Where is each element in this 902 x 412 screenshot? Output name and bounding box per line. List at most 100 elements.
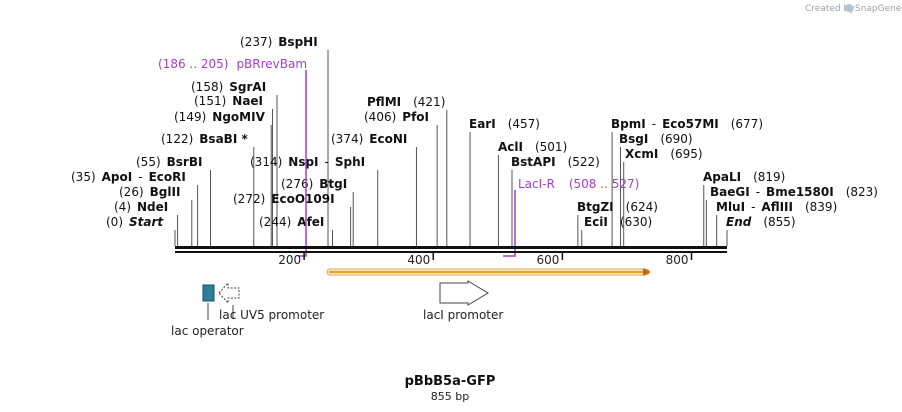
feature-label: lac operator: [171, 324, 244, 338]
enzyme-name: Bme1580I: [766, 185, 834, 199]
backbone-bottom-strand: [175, 251, 727, 253]
site-lines: [174, 50, 728, 246]
restriction-site-label: (244) AfeI: [259, 215, 324, 229]
axis-tick-label: 600: [536, 253, 559, 267]
enzyme-name: XcmI: [625, 147, 658, 161]
enzyme-name: End: [726, 215, 752, 229]
backbone: [175, 246, 727, 253]
restriction-site-label: (4) NdeI: [114, 200, 168, 214]
axis-tick-label: 200: [278, 253, 301, 267]
restriction-site-label: BtgZI(624): [577, 200, 658, 214]
enzyme-name: BglII: [150, 185, 181, 199]
restriction-site-label: (406)PfoI: [364, 110, 429, 124]
site-position: (695): [670, 147, 702, 161]
lac-operator-box: [202, 284, 215, 302]
primer-marker: [298, 70, 307, 257]
enzyme-name: NspI: [288, 155, 318, 169]
site-position: (237): [240, 35, 272, 49]
enzyme-name: AfeI: [297, 215, 324, 229]
enzyme-name: AflIII: [761, 200, 793, 214]
restriction-site-label: EarI (457): [469, 117, 540, 131]
enzyme-name: NaeI: [232, 94, 263, 108]
enzyme-name: EciI: [584, 215, 608, 229]
backbone-top-strand: [175, 246, 727, 249]
site-separator: -: [751, 200, 755, 214]
restriction-site-label: (151) NaeI: [194, 94, 263, 108]
site-position: (35): [71, 170, 96, 184]
restriction-site-label: (374) EcoNI: [331, 132, 407, 146]
enzyme-name: MluI: [716, 200, 745, 214]
enzyme-name: EarI: [469, 117, 496, 131]
site-position: (55): [136, 155, 161, 169]
primer-range: (186 .. 205): [158, 57, 228, 71]
restriction-site-label: (149)NgoMIV: [174, 110, 266, 124]
restriction-site-label: (122)BsaBI *: [161, 132, 248, 146]
site-position: (374): [331, 132, 363, 146]
enzyme-name: EcoO109I: [271, 192, 334, 206]
restriction-site-label: (272) EcoO109I: [233, 192, 335, 206]
enzyme-name: NgoMIV: [212, 110, 265, 124]
primer-label: (186 .. 205) pBRrevBam: [158, 57, 307, 71]
restriction-site-label: (26)BglII: [119, 185, 180, 199]
enzyme-name: BpmI: [611, 117, 646, 131]
laci-promoter-arrow: [439, 280, 489, 306]
site-position: (272): [233, 192, 265, 206]
enzyme-name: Start: [129, 215, 164, 229]
site-position: (690): [660, 132, 692, 146]
site-separator: -: [756, 185, 760, 199]
restriction-site-label: BaeGI-Bme1580I(823): [710, 185, 878, 199]
plasmid-length: 855 bp: [431, 390, 469, 403]
primer-range: (508 .. 527): [569, 177, 639, 191]
site-position: (4): [114, 200, 131, 214]
site-position: (522): [568, 155, 600, 169]
primer-marker: [503, 190, 516, 257]
site-position: (819): [753, 170, 785, 184]
site-position: (624): [626, 200, 658, 214]
enzyme-name: ApoI: [102, 170, 133, 184]
restriction-site-label: MluI-AflIII (839): [716, 200, 837, 214]
enzyme-name: NdeI: [137, 200, 168, 214]
site-position: (151): [194, 94, 226, 108]
site-position: (276): [281, 177, 313, 191]
restriction-site-label: BstAPI (522): [511, 155, 600, 169]
site-position: (855): [763, 215, 795, 229]
site-position: (839): [805, 200, 837, 214]
restriction-site-label: BpmI-Eco57MI(677): [611, 117, 763, 131]
site-position: (457): [508, 117, 540, 131]
enzyme-name: SphI: [335, 155, 365, 169]
enzyme-name: PflMI: [367, 95, 401, 109]
enzyme-name: BtgI: [319, 177, 347, 191]
restriction-site-label: (237) BspHI: [240, 35, 318, 49]
primer-name: pBRrevBam: [236, 57, 307, 71]
enzyme-name: BsrBI: [167, 155, 203, 169]
enzyme-name: ApaLI: [703, 170, 741, 184]
restriction-site-label: XcmI (695): [625, 147, 703, 161]
site-position: (501): [535, 140, 567, 154]
enzyme-name: BstAPI: [511, 155, 556, 169]
primer-name: LacI-R: [518, 177, 555, 191]
snapgene-logo-icon: [845, 4, 853, 12]
axis-tick-label: 400: [407, 253, 430, 267]
restriction-site-label: PflMI(421): [367, 95, 445, 109]
lac-uv5-promoter-arrow: [218, 281, 240, 305]
site-position: (314): [250, 155, 282, 169]
restriction-site-label: EciI(630): [584, 215, 652, 229]
site-position: (823): [846, 185, 878, 199]
site-position: (244): [259, 215, 291, 229]
site-position: (0): [106, 215, 123, 229]
restriction-site-label: (35) ApoI-EcoRI: [71, 170, 186, 184]
enzyme-name: BspHI: [278, 35, 317, 49]
restriction-site-label: End (855): [726, 215, 796, 229]
credit-brand: SnapGene: [855, 4, 902, 14]
enzyme-name: EcoRI: [149, 170, 186, 184]
site-separator: -: [138, 170, 142, 184]
site-position: (122): [161, 132, 193, 146]
site-separator: -: [325, 155, 329, 169]
feature-label: lacI promoter: [423, 308, 503, 322]
enzyme-name: EcoNI: [369, 132, 407, 146]
